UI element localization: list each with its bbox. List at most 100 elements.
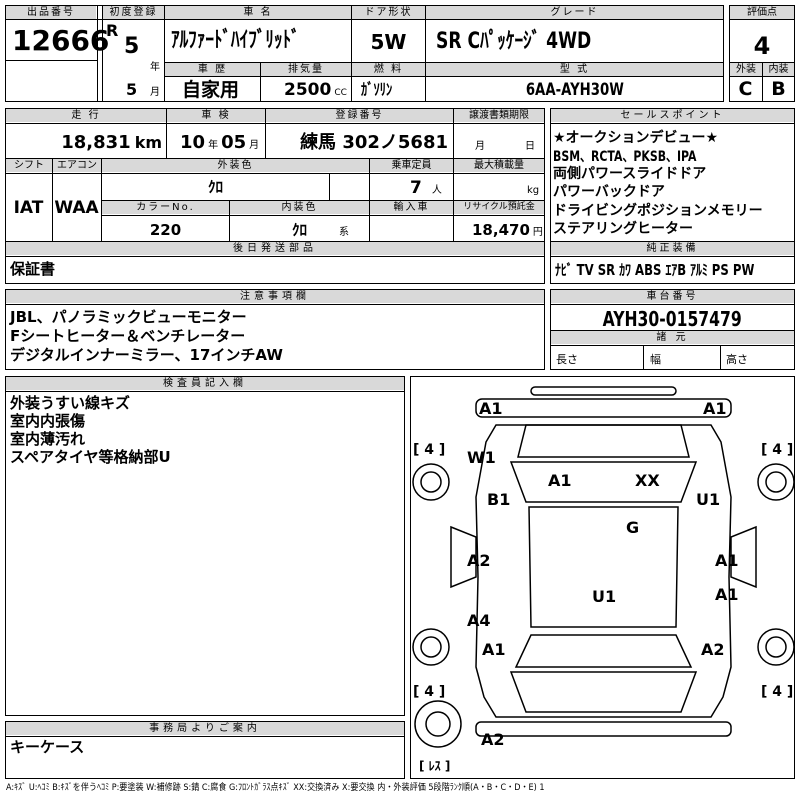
damage-mark: A2 <box>467 551 491 570</box>
notes-label: 注意事項欄 <box>6 290 544 303</box>
damage-mark: XX <box>635 471 660 490</box>
first-reg-label: 初度登録 <box>103 6 164 19</box>
tyre-rear-left: [ 4 ] <box>413 684 446 700</box>
car-name: ｱﾙﾌｧｰﾄﾞﾊｲﾌﾞﾘｯﾄﾞ <box>171 28 300 53</box>
transfer-label: 譲渡書類期限 <box>454 109 544 122</box>
capacity-label: 乗車定員 <box>370 159 453 172</box>
model-value: 6AA-AYH30W <box>525 80 624 100</box>
equipment-value: ﾅﾋﾞ TV SR ｶﾜ ABS ｴｱB ｱﾙﾐ PS PW <box>555 261 755 279</box>
inspector-line: 室内内張傷 <box>10 412 86 430</box>
intcolor-value: ｸﾛ系 <box>292 221 350 239</box>
reg-year: 5 <box>124 34 140 59</box>
import-label: 輸入車 <box>370 201 453 214</box>
sales-point-line: 両側パワースライドドア <box>553 166 707 182</box>
regno-value: 練馬 302ノ5681 <box>300 132 448 153</box>
disp-label: 排気量 <box>261 63 351 76</box>
sales-point-line: ドライビングポジションメモリー <box>553 203 763 219</box>
reg-month: 5 <box>126 80 138 99</box>
inspection-label: 車 検 <box>167 109 265 122</box>
regno-label: 登録番号 <box>266 109 453 122</box>
load-unit: kg <box>527 185 540 196</box>
reg-month-unit: 月 <box>150 87 160 98</box>
damage-mark: U1 <box>592 587 617 606</box>
inspector-block <box>5 376 405 716</box>
colorno-value: 220 <box>149 221 182 239</box>
int-grade: B <box>771 78 786 100</box>
era-mark: R <box>106 21 119 40</box>
transfer-month-unit: 月 <box>475 141 485 152</box>
office-label: 事務局よりご案内 <box>6 722 404 735</box>
damage-diagram: A1 A1 W1 B1 A1 XX U1 G A2 A1 U1 A4 A1 A1… <box>410 376 795 779</box>
fuel-label: 燃 料 <box>352 63 425 76</box>
damage-mark: A2 <box>701 640 725 659</box>
length-label: 長さ <box>556 353 578 366</box>
damage-mark: A4 <box>467 611 491 630</box>
width-label: 幅 <box>650 353 661 366</box>
tyre-rear-right: [ 4 ] <box>761 684 794 700</box>
load-label: 最大積載量 <box>454 159 544 172</box>
chassis-number: AYH30-0157479 <box>602 307 743 331</box>
damage-mark: B1 <box>487 490 511 509</box>
later-value: 保証書 <box>10 260 56 278</box>
tyre-front-left: [ 4 ] <box>413 442 446 458</box>
damage-mark: G <box>626 518 640 537</box>
sales-point-line: BSM、RCTA、PKSB、IPA <box>553 149 697 165</box>
int-label: 内装 <box>763 63 794 76</box>
fuel-value: ｶﾞｿﾘﾝ <box>361 80 393 99</box>
equipment-label: 純正装備 <box>551 242 794 255</box>
damage-mark: A1 <box>479 399 503 418</box>
office-value: キーケース <box>10 738 85 756</box>
damage-mark: W1 <box>467 448 496 467</box>
colorno-label: カラーNo. <box>102 201 229 214</box>
history-value: 自家用 <box>182 79 240 101</box>
sales-point-line: パワーバックドア <box>553 184 665 200</box>
chassis-label: 車台番号 <box>551 290 794 303</box>
inspector-line: スペアタイヤ等格納部U <box>10 448 171 466</box>
grade-value: SR Cﾊﾟｯｹｰｼﾞ 4WD <box>436 29 592 54</box>
notes-line: デジタルインナーミラー、17インチAW <box>10 346 283 364</box>
score-label: 評価点 <box>730 6 794 19</box>
ac-value: WAA <box>54 198 99 218</box>
mileage-label: 走 行 <box>6 109 166 122</box>
later-label: 後日発送部品 <box>6 242 544 255</box>
damage-mark: A1 <box>482 640 506 659</box>
inspector-line: 室内薄汚れ <box>10 430 86 448</box>
door-value: 5W <box>370 30 407 54</box>
grade-label: グレード <box>426 6 723 19</box>
damage-mark: A1 <box>715 551 739 570</box>
ac-label: エアコン <box>53 159 101 172</box>
legend: A:ｷｽﾞ U:ﾍｺﾐ B:ｷｽﾞを伴うﾍｺﾐ P:要塗装 W:補修跡 S:錆 … <box>6 783 545 793</box>
header-block <box>5 5 724 102</box>
notes-line: Fシートヒーター＆ベンチレーター <box>10 327 246 345</box>
notes-line: JBL、パノラミックビューモニター <box>10 308 247 326</box>
sales-points-label: セールスポイント <box>551 109 794 122</box>
damage-mark: A1 <box>703 399 727 418</box>
lot-number: 12666 <box>12 24 110 57</box>
damage-mark: A2 <box>481 730 505 749</box>
ext-grade: C <box>738 78 753 100</box>
name-label: 車 名 <box>165 6 351 19</box>
shift-label: シフト <box>6 159 52 172</box>
damage-mark: A1 <box>548 471 572 490</box>
spare-tyre: [ ﾚｽ ] <box>419 759 451 773</box>
sales-point-line: ステアリングヒーター <box>553 221 693 237</box>
damage-mark: U1 <box>696 490 721 509</box>
damage-mark: A1 <box>715 585 739 604</box>
reg-year-unit: 年 <box>150 62 160 73</box>
intcolor-label: 内装色 <box>230 201 369 214</box>
inspector-label: 検査員記入欄 <box>6 377 404 390</box>
height-label: 高さ <box>726 353 748 366</box>
recycle-label: リサイクル預託金 <box>454 201 544 214</box>
sales-point-line: ★オークションデビュー★ <box>553 130 719 146</box>
history-label: 車 歴 <box>165 63 260 76</box>
dims-label: 諸 元 <box>551 331 794 344</box>
tyre-front-right: [ 4 ] <box>761 442 794 458</box>
transfer-day-unit: 日 <box>525 141 535 152</box>
model-label: 型 式 <box>426 63 723 76</box>
color-value: ｸﾛ <box>207 178 223 196</box>
